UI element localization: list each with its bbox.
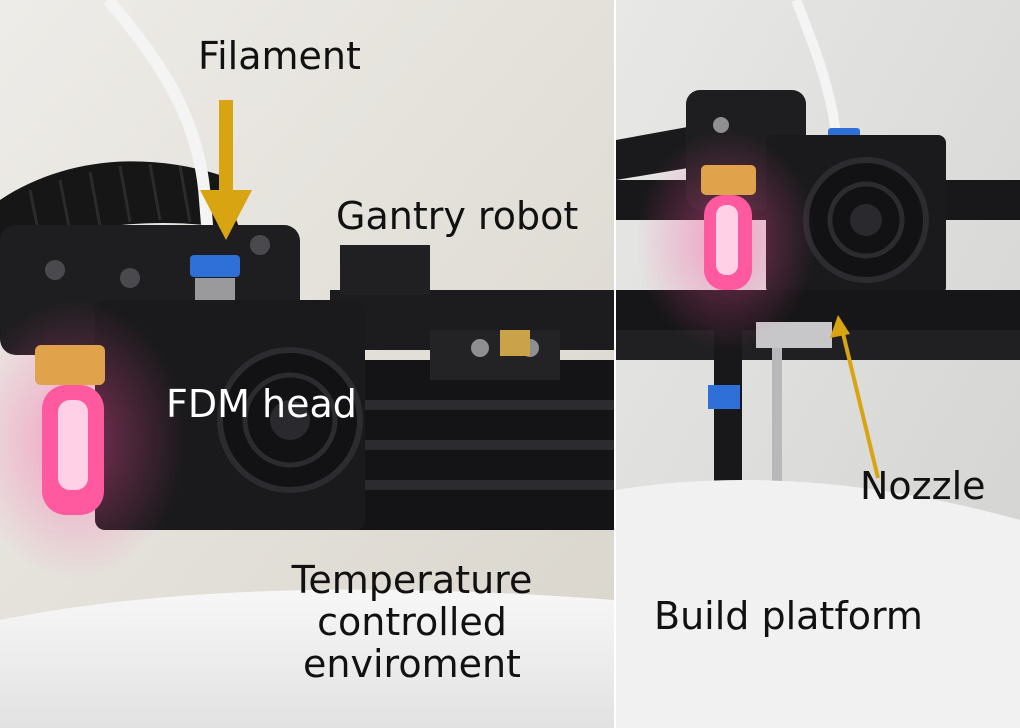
fan-hub [270,400,310,440]
vertical-post [714,330,742,510]
hotend-highlight [58,400,88,490]
filament-label: Filament [198,34,361,78]
left-photo: Filament Gantry robot FDM head Temperatu… [0,0,614,728]
screw [713,117,729,133]
temperature-environment-line: controlled [317,599,507,644]
panel-divider [614,0,616,728]
blue-clip [708,385,740,409]
left-photo-illustration [0,0,614,728]
build-platform-surface [616,480,1020,728]
fan-hub [850,204,882,236]
gantry-robot-label: Gantry robot [336,194,579,238]
nozzle-label: Nozzle [860,464,986,508]
brass-nut [500,330,530,356]
heat-block [701,165,756,195]
right-photo-illustration [616,0,1020,728]
build-platform-label: Build platform [654,594,923,638]
gantry-rail-slots [360,400,614,490]
filament-tube [103,0,216,263]
temperature-environment-line: Temperature [291,558,533,602]
fdm-head-label: FDM head [166,382,357,426]
screw [250,235,270,255]
hotend-highlight [716,205,738,275]
filament-arrow-shaft [219,100,233,195]
blue-clip [190,255,240,277]
filament-arrow-head [200,190,252,240]
screw [45,260,65,280]
heat-block-label [35,345,105,385]
temperature-environment-label: Temperature controlled enviroment [262,558,562,686]
screw [471,339,489,357]
screw [120,268,140,288]
white-cloth [0,589,614,728]
right-photo: Nozzle Build platform [616,0,1020,728]
temperature-environment-line: enviroment [303,641,521,686]
filament-tube [791,0,841,136]
nozzle-arrow-shaft [839,324,880,479]
fan-ring [242,372,338,468]
fan-ring [827,181,905,259]
threaded-rod [772,340,782,490]
gantry-carriage [340,245,430,295]
bowden-coupling [195,278,235,304]
nozzle-arrow-head [830,315,850,338]
carriage-plate [430,330,560,380]
